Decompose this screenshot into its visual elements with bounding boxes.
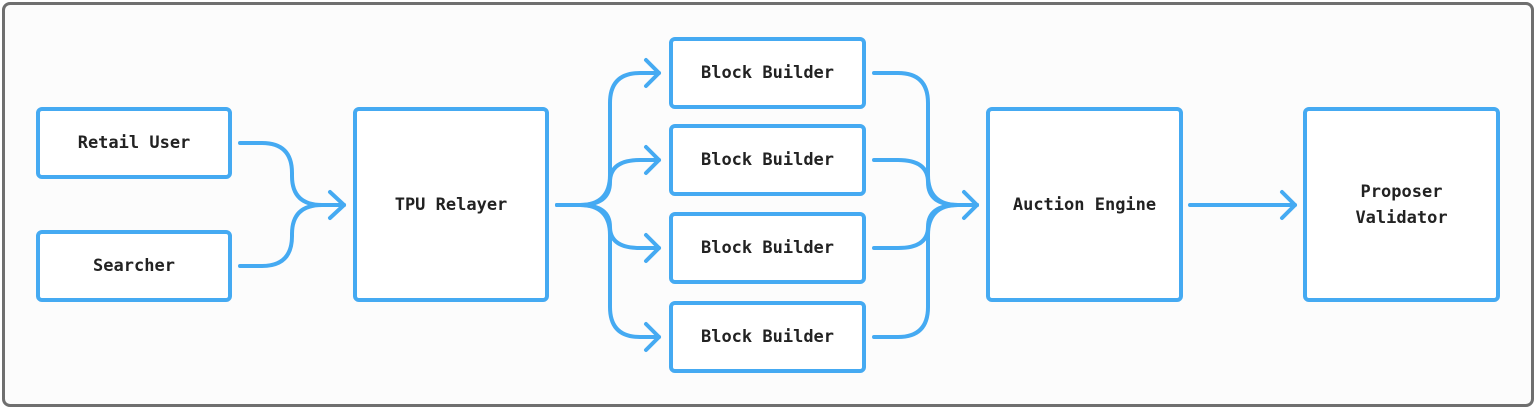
tpu-relayer-node: TPU Relayer xyxy=(353,107,549,302)
edge-builder-2-to-auction xyxy=(872,158,979,207)
block-builder-label: Block Builder xyxy=(700,327,835,347)
retail-user-label: Retail User xyxy=(77,133,191,153)
block-builder-node-4: Block Builder xyxy=(669,301,866,373)
block-builder-label: Block Builder xyxy=(700,63,835,83)
searcher-node: Searcher xyxy=(36,230,232,302)
block-builder-node-2: Block Builder xyxy=(669,124,866,196)
edge-relayer-to-builder-4 xyxy=(555,203,661,339)
arrowhead-builder-2 xyxy=(644,145,661,175)
auction-engine-node: Auction Engine xyxy=(986,107,1183,302)
edge-searcher-to-relayer xyxy=(238,203,346,268)
block-builder-node-3: Block Builder xyxy=(669,212,866,284)
arrowhead-builder-1 xyxy=(644,58,661,88)
arrowhead-validator xyxy=(1280,190,1297,220)
arrowhead-builder-3 xyxy=(644,233,661,263)
block-builder-label: Block Builder xyxy=(700,238,835,258)
block-builder-node-1: Block Builder xyxy=(669,37,866,109)
proposer-validator-label: Proposer Validator xyxy=(1355,181,1448,228)
edge-retail-user-to-relayer xyxy=(238,141,346,207)
tpu-relayer-label: TPU Relayer xyxy=(394,194,508,215)
edge-builder-3-to-auction xyxy=(872,203,979,250)
proposer-validator-node: Proposer Validator xyxy=(1303,107,1500,302)
arrowhead-relayer xyxy=(328,190,346,220)
block-builder-label: Block Builder xyxy=(700,150,835,170)
auction-engine-label: Auction Engine xyxy=(1012,194,1157,215)
arrowhead-auction xyxy=(962,190,979,220)
arrowhead-builder-4 xyxy=(644,322,661,352)
retail-user-node: Retail User xyxy=(36,107,232,179)
searcher-label: Searcher xyxy=(93,256,175,276)
edge-builder-4-to-auction xyxy=(872,203,979,339)
edge-builder-1-to-auction xyxy=(872,71,979,207)
